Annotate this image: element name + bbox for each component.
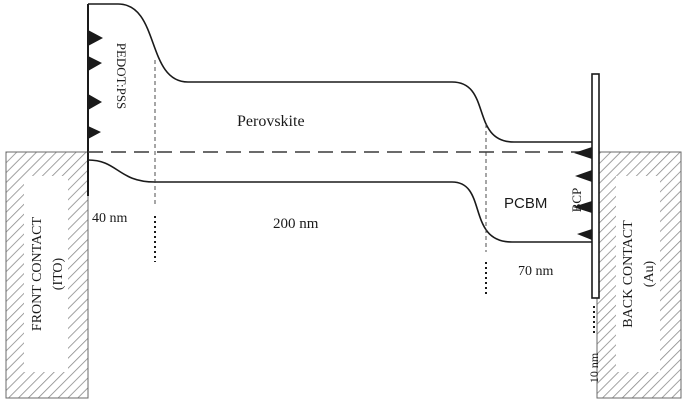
front-contact-label: FRONT CONTACT — [30, 216, 45, 331]
htl-label: PEDOT:PSS — [114, 43, 129, 110]
back-contact-label: BACK CONTACT — [621, 220, 636, 328]
htl-thickness-label: 40 nm — [92, 211, 128, 226]
buffer-label: BCP — [569, 188, 584, 213]
valence-band — [87, 159, 592, 243]
front-contact-label-bg — [24, 176, 68, 372]
bcp-interface-markers — [573, 147, 592, 240]
absorber-thickness-label: 200 nm — [273, 216, 319, 232]
conduction-band — [88, 3, 592, 143]
bcp-layer — [591, 73, 600, 299]
etl-thickness-label: 70 nm — [518, 264, 554, 279]
etl-label: PCBM — [504, 195, 547, 212]
absorber-label: Perovskite — [237, 113, 305, 130]
back-contact-material-label: (Au) — [642, 260, 657, 287]
back-contact-label-bg — [616, 176, 660, 372]
htl-interface-markers — [88, 30, 103, 139]
buffer-thickness-label: 10 nm — [587, 352, 601, 383]
front-contact-material-label: (ITO) — [51, 257, 66, 290]
